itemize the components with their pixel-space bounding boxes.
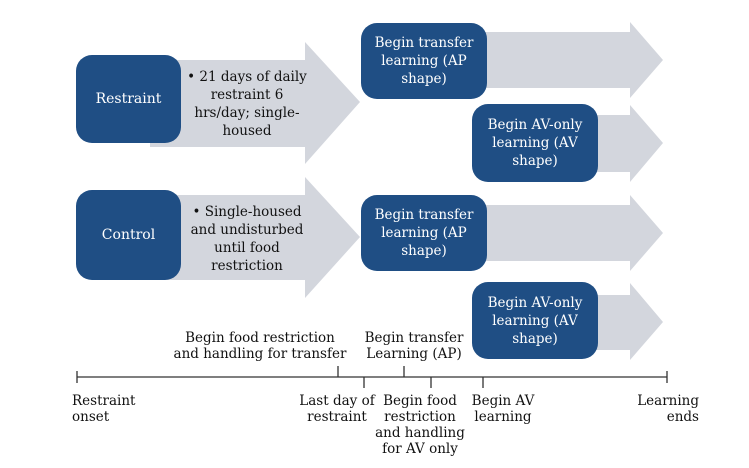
control-av-arrow <box>580 283 663 360</box>
control-phase-arrow <box>150 177 360 298</box>
label-food-restriction-transfer: Begin food restriction and handling for … <box>173 330 347 362</box>
label-last-day: Last day of restraint <box>299 393 375 425</box>
control-description: • Single-housed and undisturbed until fo… <box>190 204 304 274</box>
label-food-restriction-av: Begin food restriction and handling for … <box>375 393 465 457</box>
label-transfer-learning: Begin transfer Learning (AP) <box>364 330 464 362</box>
control-transfer-arrow <box>460 195 663 271</box>
control-group-box: Control <box>76 190 181 280</box>
control-av-box: Begin AV-only learning (AV shape) <box>472 282 598 359</box>
timeline-axis <box>76 366 668 388</box>
restraint-transfer-box: Begin transfer learning (AP shape) <box>361 23 487 99</box>
restraint-av-arrow <box>580 105 663 182</box>
restraint-description: • 21 days of daily restraint 6 hrs/day; … <box>187 69 307 139</box>
label-learning-ends: Learning ends <box>637 393 699 425</box>
restraint-group-box: Restraint <box>76 55 181 143</box>
restraint-transfer-arrow <box>460 22 663 98</box>
label-restraint-onset: Restraint onset <box>72 393 136 425</box>
label-av-learning: Begin AV learning <box>471 393 535 425</box>
restraint-av-box: Begin AV-only learning (AV shape) <box>472 104 598 182</box>
restraint-phase-arrow <box>150 42 360 164</box>
control-transfer-box: Begin transfer learning (AP shape) <box>361 195 487 271</box>
